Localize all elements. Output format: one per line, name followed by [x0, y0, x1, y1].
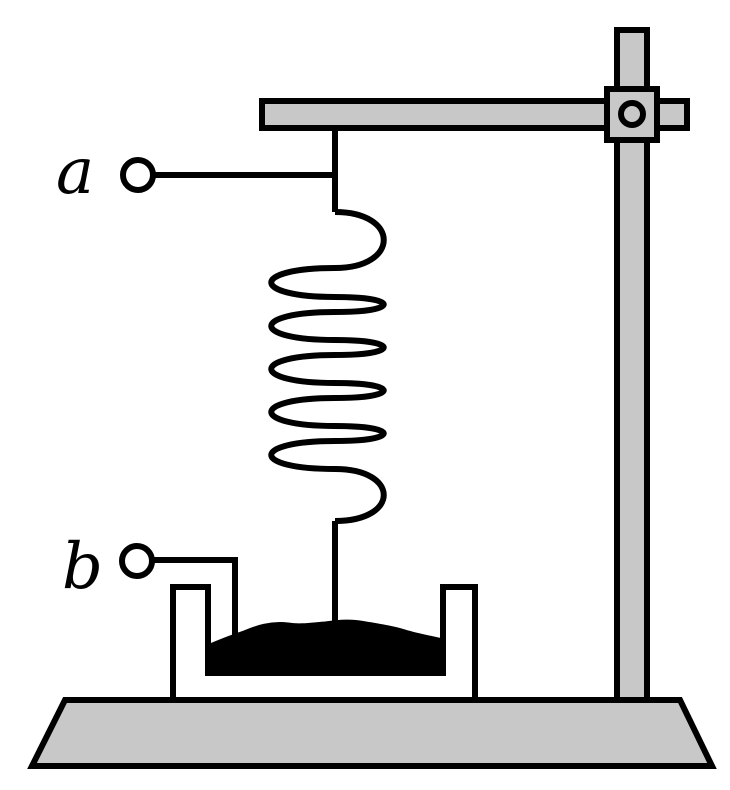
stand-base [27, 697, 717, 769]
label-b: b [62, 530, 103, 604]
wire-b [152, 557, 238, 636]
wire-a [153, 128, 338, 212]
coiled-spring [268, 209, 387, 524]
clamp-screw [618, 100, 646, 128]
terminal-a[interactable] [120, 157, 156, 193]
cup [170, 584, 478, 700]
terminal-b[interactable] [119, 543, 155, 579]
label-a: a [56, 135, 94, 209]
mercury-pool[interactable] [208, 619, 445, 675]
